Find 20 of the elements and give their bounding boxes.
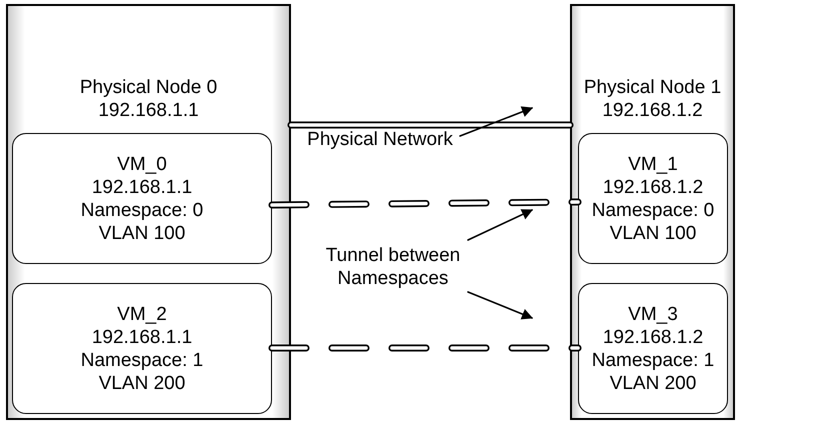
node-text: VM_2 192.168.1.1 Namespace: 1 VLAN 200 <box>80 302 204 394</box>
vm-box <box>12 283 272 414</box>
leader-line <box>459 106 534 137</box>
tunnel-line <box>268 198 582 208</box>
host-box <box>570 4 735 420</box>
host-box <box>6 4 291 420</box>
node-text: Physical Node 0 192.168.1.1 <box>78 76 218 122</box>
annotation-text: Tunnel between Namespaces <box>318 242 468 292</box>
tunnel-line <box>268 344 582 352</box>
leader-line <box>467 209 534 241</box>
node-text: VM_0 192.168.1.1 Namespace: 0 VLAN 100 <box>80 152 204 244</box>
node-text: VM_3 192.168.1.2 Namespace: 1 VLAN 200 <box>590 302 716 394</box>
leader-line <box>467 291 534 320</box>
network-link <box>288 122 574 128</box>
node-text: Physical Node 1 192.168.1.2 <box>582 76 722 122</box>
vm-box <box>12 133 272 264</box>
node-text: VM_1 192.168.1.2 Namespace: 0 VLAN 100 <box>590 152 716 244</box>
vm-box <box>578 133 728 264</box>
vm-box <box>578 283 728 414</box>
annotation-text: Physical Network <box>300 126 460 152</box>
